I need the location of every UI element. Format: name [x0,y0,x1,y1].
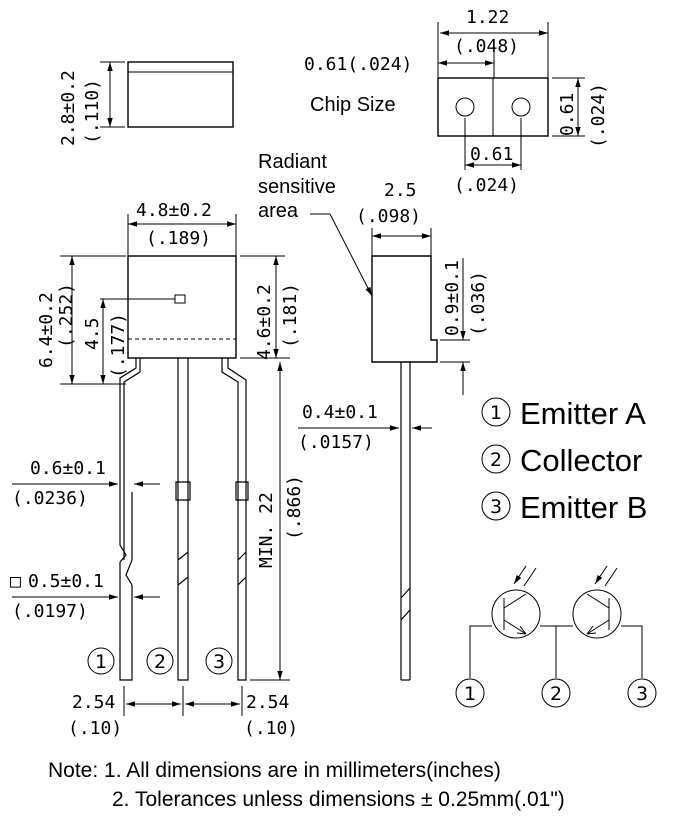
phototransistor-b [572,589,622,639]
front-width-inch: (.189) [146,228,211,249]
chip-height-inch: (.024) [588,83,609,148]
lead-square-inch: (.0197) [12,601,88,622]
lead-2-shoulder [175,481,191,501]
lead-1-lower [119,562,133,681]
note-line-1: Note: 1. All dimensions are in millimete… [48,759,501,782]
phototransistor-a-emitter-arrow [516,625,527,635]
pin-3-number: 3 [213,651,225,673]
chip-offset-value: 0.61(.024) [304,54,412,75]
schematic-pin-2-number: 2 [550,683,562,705]
legend-pin-3-number: 3 [490,496,502,518]
chip-pitch-inch: (.024) [454,175,519,196]
schematic-pin-1-number: 1 [464,683,476,705]
pin-1-circle [87,647,115,675]
lead-2-break [177,551,189,586]
phototransistor-b-emitter-arrow [586,625,597,635]
legend-pin-3-name: Emitter B [520,490,647,525]
lead-3 [221,358,247,681]
pitch-right-value: 2.54 [246,692,289,713]
lead-length-inch: (.866) [284,475,305,540]
chip-pitch-value: 0.61 [470,144,513,165]
legend-pin-1-circle [481,397,511,427]
side-step-inch: (.036) [468,271,489,336]
pin-1-number: 1 [95,651,107,673]
front-view: 4.8±0.2 (.189) 6.4±0.2 (.252) 4.5 (.177)… [10,200,305,739]
front-height-inch: (.252) [56,283,77,348]
side-lead-break [400,587,411,621]
chip-width-inch: (.048) [454,36,519,57]
top-view-height-inch: (.110) [82,79,103,144]
chip-height-value: 0.61 [557,93,578,136]
lead-1-upper [119,358,141,492]
pitch-left-inch: (.10) [68,718,122,739]
radiant-arrow [329,213,373,297]
side-width-value: 2.5 [384,180,417,201]
phototransistor-b-symbol [586,593,610,635]
pin-2-circle [146,647,174,675]
chip-size: 1.22 (.048) 0.61(.024) Chip Size 0.61 (.… [304,7,609,196]
schematic-wire-3 [621,625,643,678]
light-arrows-b [595,565,618,586]
side-body [371,255,438,363]
pitch-right-inch: (.10) [244,718,298,739]
top-view-body [127,61,234,128]
radiant-line-2: sensitive [258,176,336,198]
pin-3-circle [205,647,233,675]
legend-pin-3-circle [481,491,511,521]
area-height-inch: (.177) [108,313,129,378]
lead-2 [177,358,189,681]
body-height-value: 4.6±0.2 [254,284,275,360]
top-view: 2.8±0.2 (.110) [58,61,234,146]
front-height-value: 6.4±0.2 [36,292,57,368]
body-height-inch: (.181) [280,283,301,348]
lead-length-value: MIN. 22 [256,492,277,568]
legend-pin-2-number: 2 [490,449,502,471]
pin-2-number: 2 [154,651,166,673]
legend-pin-1-number: 1 [490,402,502,424]
side-view: 2.5 (.098) 0.9±0.1 (.036) 0.4±0.1 (.0157… [298,180,489,681]
area-height-value: 4.5 [82,317,103,350]
chip-title: Chip Size [310,94,396,116]
lead-3-break [237,551,247,586]
legend-pin-1-name: Emitter A [520,396,646,431]
legend-pin-2-circle [481,444,511,474]
lead-width-inch: (.0236) [12,488,88,509]
legend-pin-2-name: Collector [520,443,642,478]
radiant-label: Radiant sensitive area [258,151,373,297]
side-step-value: 0.9±0.1 [442,260,463,336]
note-line-2: 2. Tolerances unless dimensions ± 0.25mm… [112,788,565,811]
chip-width-value: 1.22 [466,7,509,28]
lead-square-prefix: □ [10,571,21,592]
schematic-pin-2-circle [541,678,571,708]
pin-legend: 1 Emitter A 2 Collector 3 Emitter B [481,396,647,525]
side-lead-inch: (.0157) [298,432,374,453]
schematic-wire-2a [540,625,557,678]
lead-3-shoulder [235,481,249,501]
front-width-value: 4.8±0.2 [136,200,212,221]
phototransistor-a [491,589,541,639]
schematic: 1 2 3 [455,565,657,708]
side-width-inch: (.098) [356,206,421,227]
schematic-pin-1-circle [455,678,485,708]
chip-pad-right [511,97,531,117]
schematic-pin-3-number: 3 [636,683,648,705]
schematic-wire-1 [469,625,492,678]
chip-pad-left [455,97,475,117]
lead-square-value: 0.5±0.1 [28,571,104,592]
lead-width-value: 0.6±0.1 [30,458,106,479]
radiant-line-3: area [258,200,299,222]
notes: Note: 1. All dimensions are in millimete… [48,759,565,811]
schematic-pin-3-circle [627,678,657,708]
lead-1-break [119,492,133,586]
top-view-height-value: 2.8±0.2 [58,70,79,146]
pitch-left-value: 2.54 [72,692,115,713]
side-lead-value: 0.4±0.1 [302,402,378,423]
light-arrows-a [514,565,537,586]
radiant-line-1: Radiant [258,151,327,173]
front-body [127,255,237,359]
phototransistor-a-symbol [503,593,527,635]
